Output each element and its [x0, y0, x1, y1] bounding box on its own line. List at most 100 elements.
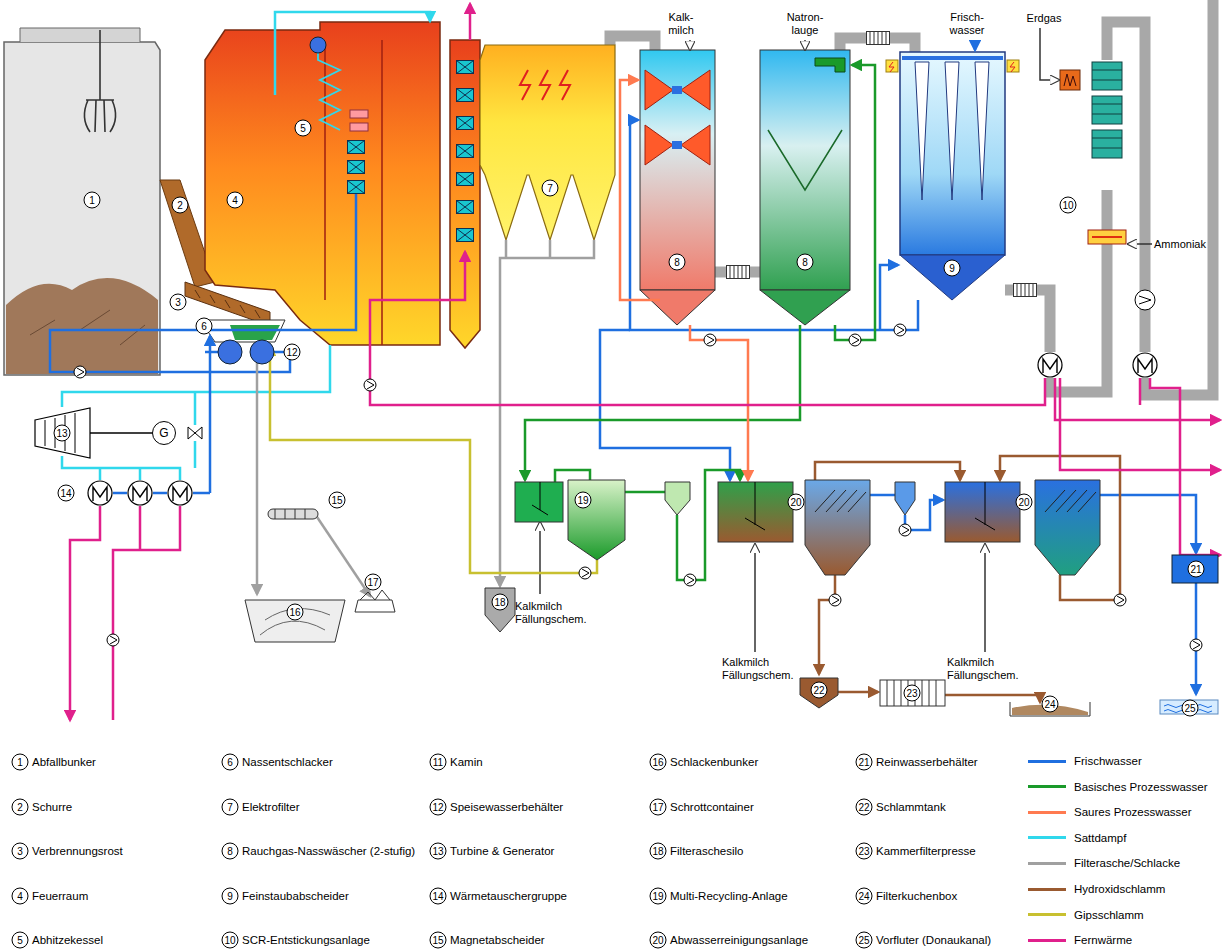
key-entry: Feinstaubabscheider [242, 889, 349, 903]
district-heat-pipe [370, 252, 1045, 405]
scr-unit [1088, 230, 1126, 244]
callout-number: 22 [811, 682, 828, 699]
treatment-tank [945, 482, 1020, 542]
legend-swatch [1028, 913, 1066, 916]
key-entry: Filteraschesilo [670, 844, 744, 858]
callout-number: 15 [329, 492, 346, 509]
legend-row: Basisches Prozesswasser [1028, 779, 1208, 795]
treatment-tank [532, 482, 548, 515]
heat-exchanger [88, 290, 1157, 505]
district-heat-pipe [1060, 378, 1220, 470]
boiler [457, 173, 474, 186]
waste-bunker [84, 30, 115, 132]
legend-text: Basisches Prozesswasser [1074, 781, 1208, 793]
flue-gas-duct [715, 267, 760, 278]
waste-bunker [6, 278, 158, 374]
boiler [348, 161, 365, 174]
legend-text: Hydroxidschlamm [1074, 883, 1165, 895]
wet-scrubber [760, 290, 850, 325]
treatment-tank [805, 480, 870, 575]
legend-text: Sattdampf [1074, 832, 1126, 844]
flue-gas-duct [610, 36, 655, 50]
callout-number: 24 [856, 887, 873, 904]
callout-number: 22 [856, 798, 873, 815]
district-heat-pipe [70, 506, 100, 720]
scr-unit [1092, 130, 1122, 158]
ash-line [257, 240, 594, 596]
scr-unit [1092, 96, 1122, 124]
pump [1114, 594, 1126, 606]
treatment-tank [515, 480, 1218, 716]
turbine-generator [90, 432, 153, 434]
fine-dust-separator [900, 52, 1005, 255]
callout-number: 4 [12, 887, 29, 904]
legend-swatch [1028, 811, 1066, 814]
callout-number: 10 [1060, 197, 1077, 214]
supply-arrow [540, 28, 1152, 652]
callout-number: 14 [430, 887, 447, 904]
heat-exchanger [1135, 290, 1155, 310]
callout-number: 24 [1042, 696, 1059, 713]
callout-number: 9 [222, 887, 239, 904]
heat-exchanger [88, 481, 112, 505]
key-entry: Schrottcontainer [670, 800, 754, 814]
callout-number: 25 [1182, 700, 1199, 717]
callout-number: 19 [650, 887, 667, 904]
scr-unit [1060, 62, 1126, 244]
scr-unit [1092, 62, 1122, 90]
legend-swatch [1028, 939, 1066, 942]
key-entry: Speisewasserbehälter [450, 800, 563, 814]
magnet-separator [275, 509, 305, 519]
legend-text: Gipsschlamm [1074, 909, 1144, 921]
sludge-pipe [838, 691, 878, 694]
pump [829, 594, 841, 606]
boiler [457, 117, 474, 130]
key-entry: Elektrofilter [242, 800, 300, 814]
flue-gas-duct [610, 0, 1213, 395]
key-entry: Kamin [450, 755, 483, 769]
treatment-tank [568, 480, 625, 560]
treatment-tank [895, 482, 915, 515]
medium-label: Ammoniak [1153, 238, 1207, 251]
boiler [450, 40, 480, 348]
wet-scrubber [768, 130, 842, 190]
duct-filter [727, 266, 750, 279]
sludge-pipe [815, 462, 960, 480]
wet-scrubber [640, 50, 715, 290]
supply-arrow [804, 40, 806, 49]
callout-number: 6 [222, 754, 239, 771]
callout-number: 12 [284, 344, 301, 361]
legend-swatch [1028, 785, 1066, 788]
pump [704, 334, 716, 346]
callout-number: 16 [650, 754, 667, 771]
steam-pipe [194, 392, 197, 468]
steam-pipe [62, 12, 430, 480]
legend-text: Saures Prozesswasser [1074, 806, 1192, 818]
duct-filter [1014, 284, 1037, 297]
fine-dust-separator [915, 62, 989, 200]
feedwater-tank [218, 340, 274, 364]
district-heat-pipe [1139, 378, 1142, 405]
callout-number: 17 [365, 574, 382, 591]
scrap-container [355, 600, 395, 612]
key-entry: Turbine & Generator [450, 844, 554, 858]
ash-discharger [230, 325, 280, 340]
heat-exchanger [168, 481, 192, 505]
steam-pipe [275, 12, 430, 95]
pump [107, 634, 119, 646]
callout-number: 25 [856, 932, 873, 949]
boiler [457, 201, 474, 214]
boiler [457, 61, 474, 74]
acid-water-pipe [620, 80, 660, 300]
flue-gas-duct [1005, 290, 1050, 352]
fresh-water-pipe [205, 351, 218, 354]
fresh-water-pipe [193, 336, 210, 493]
callout-number: 9 [944, 260, 961, 277]
callout-number: 16 [287, 604, 304, 621]
legend-text: Fernwärme [1074, 934, 1132, 946]
fresh-water-pipe [880, 265, 898, 330]
key-entry: Abwasserreinigungsanlage [670, 933, 808, 947]
boiler [205, 22, 440, 345]
callout-number: 3 [170, 294, 187, 311]
callout-number: 23 [856, 843, 873, 860]
